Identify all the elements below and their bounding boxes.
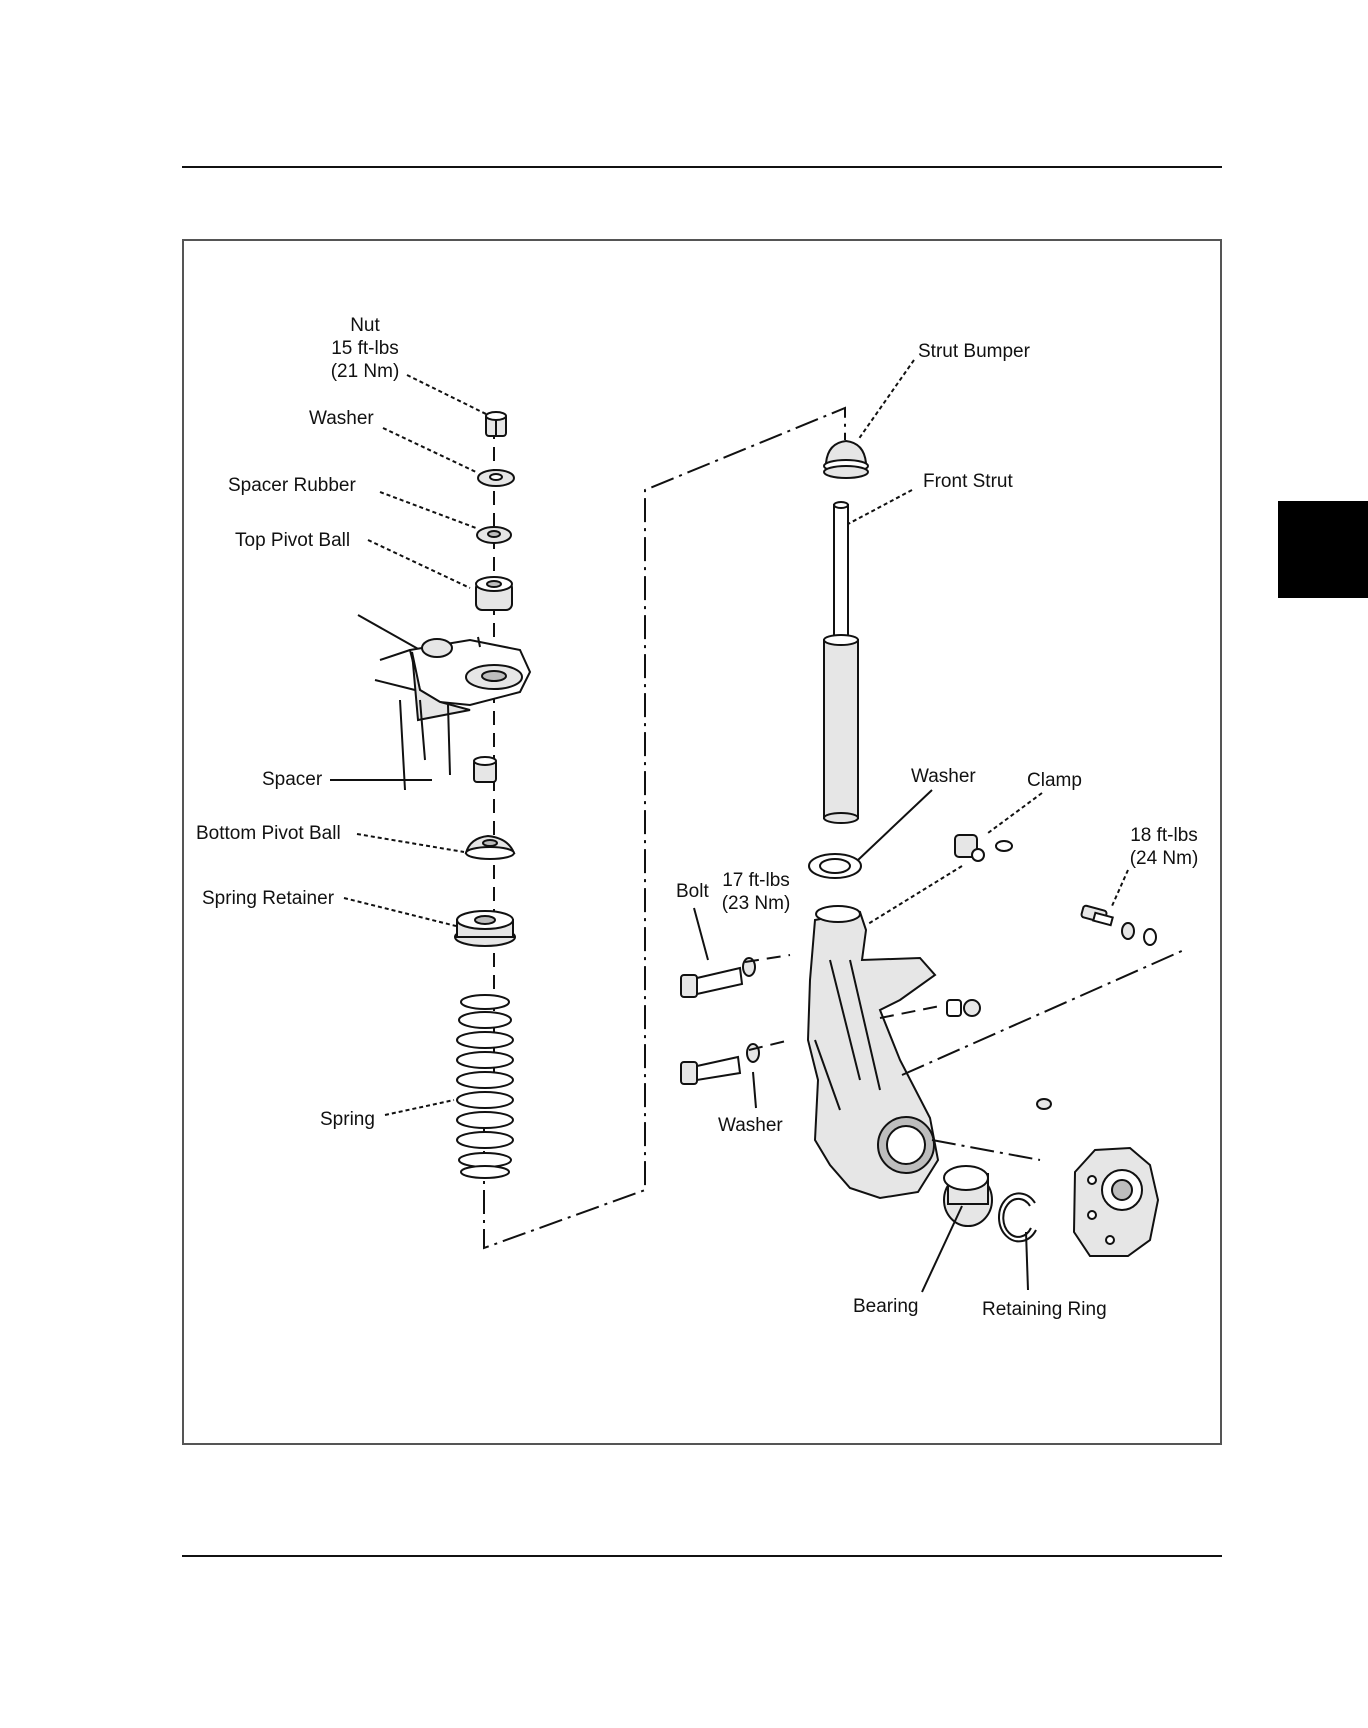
bolt-torque: 17 ft-lbs <box>716 869 796 892</box>
bolt-torque-nm: (23 Nm) <box>716 892 796 915</box>
right-torque-nm: (24 Nm) <box>1124 847 1204 870</box>
right-torque-label: 18 ft-lbs (24 Nm) <box>1124 824 1204 870</box>
spacer-part <box>474 757 496 782</box>
nut-name: Nut <box>320 314 410 337</box>
top-pivot-ball-label: Top Pivot Ball <box>235 529 350 552</box>
left-assembly-axis <box>484 408 845 1248</box>
knuckle-part <box>808 906 1051 1198</box>
retaining-ring-part <box>999 1193 1036 1241</box>
spring-part <box>457 995 513 1178</box>
nut-torque-nm: (21 Nm) <box>320 360 410 383</box>
bottom-pivot-ball-part <box>466 836 514 859</box>
bottom-pivot-ball-label: Bottom Pivot Ball <box>196 822 341 845</box>
washer-strut-label: Washer <box>911 765 976 788</box>
lower-bolt-part <box>681 1044 759 1084</box>
washer-top-label: Washer <box>309 407 374 430</box>
bearing-part <box>944 1166 992 1226</box>
washer-strut-part <box>809 854 861 878</box>
washer-bolt-label: Washer <box>718 1114 783 1137</box>
clamp-part <box>955 835 1012 861</box>
front-strut-part <box>824 502 858 823</box>
top-pivot-ball-part <box>476 577 512 610</box>
retaining-ring-label: Retaining Ring <box>982 1298 1107 1321</box>
bolt-torque-label: 17 ft-lbs (23 Nm) <box>716 869 796 915</box>
upper-mount-part <box>358 615 530 790</box>
spring-label: Spring <box>320 1108 375 1131</box>
right-bolt-part <box>1081 905 1156 945</box>
bolt-label: Bolt <box>676 880 709 903</box>
front-strut-label: Front Strut <box>923 470 1013 493</box>
leader-lines <box>330 360 1128 1292</box>
upper-bolt-part <box>681 958 755 997</box>
clamp-label: Clamp <box>1027 769 1082 792</box>
spacer-rubber-part <box>477 527 511 543</box>
spacer-label: Spacer <box>262 768 322 791</box>
washer-top-part <box>478 470 514 486</box>
spring-retainer-label: Spring Retainer <box>202 887 334 910</box>
nut-torque: 15 ft-lbs <box>320 337 410 360</box>
spring-retainer-part <box>455 911 515 946</box>
hub-part <box>1074 1148 1158 1256</box>
right-torque: 18 ft-lbs <box>1124 824 1204 847</box>
nut-part <box>486 412 506 436</box>
strut-bumper-part <box>824 441 868 478</box>
bearing-label: Bearing <box>853 1295 919 1318</box>
spacer-rubber-label: Spacer Rubber <box>228 474 356 497</box>
strut-bumper-label: Strut Bumper <box>918 340 1030 363</box>
nut-label: Nut 15 ft-lbs (21 Nm) <box>320 314 410 383</box>
